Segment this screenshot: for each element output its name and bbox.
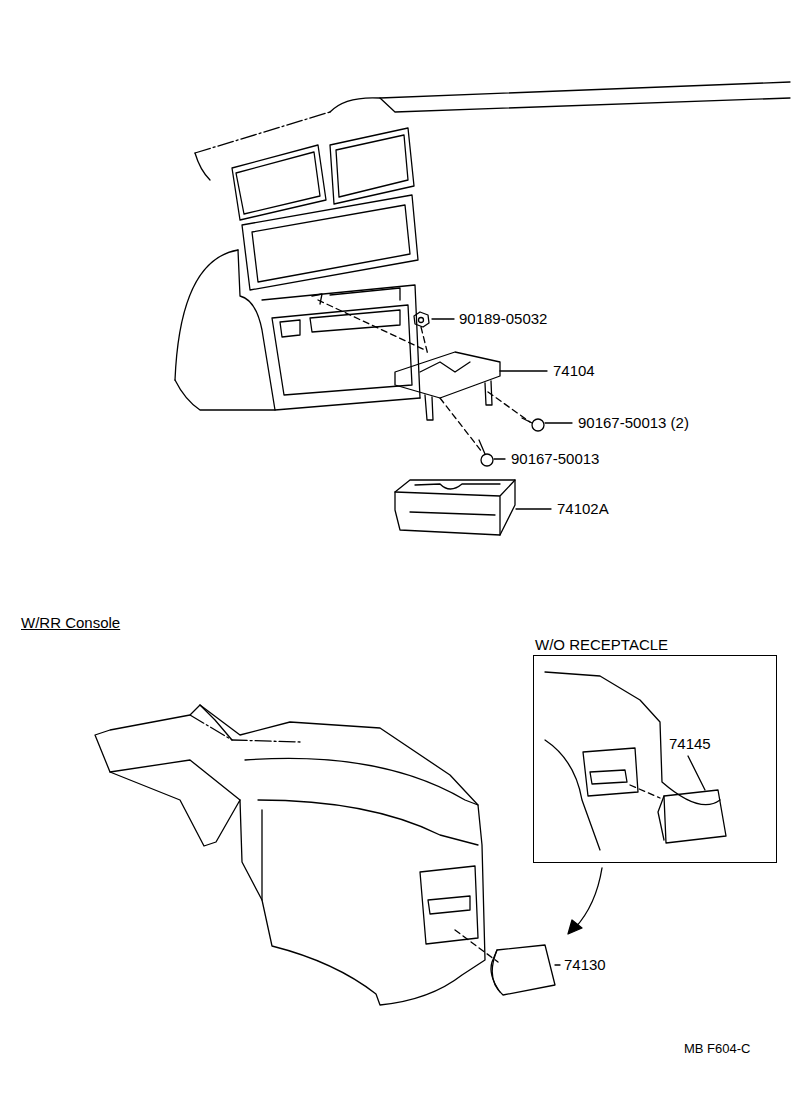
screw: [481, 454, 493, 466]
console-opening: [428, 896, 470, 914]
receptacle-cover: [491, 950, 500, 992]
rear-console: [190, 715, 300, 742]
part-number: 74104: [552, 362, 596, 380]
inset-box: W/O RECEPTACLE: [533, 636, 777, 863]
screw: [532, 419, 544, 431]
console-opening: [590, 770, 627, 784]
center-stack: [238, 250, 420, 410]
inset-console: [545, 672, 720, 805]
center-stack: [312, 294, 322, 304]
ash-tray: [410, 512, 495, 515]
console-opening: [583, 748, 638, 796]
ash-tray: [395, 480, 515, 535]
leader-line: [432, 318, 454, 319]
radio-panel: [242, 195, 418, 290]
nut: [419, 318, 424, 323]
center-stack: [280, 320, 300, 337]
inset-frame: [533, 655, 777, 863]
assembly-line: [455, 930, 498, 962]
leader-line: [545, 422, 572, 423]
section-heading: W/RR Console: [20, 614, 121, 632]
center-stack: [272, 305, 412, 395]
leader-line: [516, 508, 551, 509]
vent: [330, 128, 414, 204]
screw: [522, 418, 532, 423]
dash-outline: [175, 380, 275, 410]
assembly-line: [488, 392, 530, 422]
dash-outline: [380, 98, 790, 112]
dash-outline: [175, 250, 238, 380]
leader-line: [555, 964, 560, 965]
assembly-line: [630, 785, 660, 798]
bracket: [395, 352, 500, 398]
vent: [236, 152, 320, 214]
rear-console: [245, 758, 478, 805]
leader-line: [688, 756, 705, 790]
rear-console: [110, 760, 240, 800]
assembly-line: [421, 327, 428, 355]
ash-tray: [415, 484, 500, 489]
rear-console: [200, 705, 232, 740]
inset-console: [545, 740, 600, 850]
radio-panel: [252, 205, 410, 282]
rear-console: [261, 810, 262, 900]
bracket: [425, 395, 433, 420]
part-number: 74145: [668, 735, 712, 753]
rear-console: [95, 705, 485, 1005]
nut: [414, 312, 429, 327]
reference-arrow: [568, 920, 582, 934]
part-number: 74130: [563, 956, 607, 974]
diagram-code: MB F604-C: [683, 1040, 751, 1058]
assembly-line: [440, 398, 482, 452]
part-number: 90167-50013 (2): [577, 414, 690, 432]
bracket: [420, 362, 470, 372]
leader-line: [494, 458, 505, 459]
reference-arrow: [575, 868, 602, 928]
vent: [232, 145, 326, 220]
blank-cover: [658, 796, 664, 840]
inset-heading: W/O RECEPTACLE: [535, 636, 668, 654]
leader-line: [500, 370, 547, 371]
bracket: [485, 381, 492, 405]
dash-outline: [330, 82, 790, 112]
center-stack: [262, 285, 420, 398]
blank-cover: [664, 790, 726, 843]
part-number: 74102A: [556, 500, 610, 518]
part-number: 90189-05032: [458, 310, 548, 328]
part-number: 90167-50013: [510, 450, 600, 468]
rear-console: [258, 800, 478, 845]
ash-tray: [395, 480, 515, 535]
dash-outline: [195, 153, 210, 180]
assembly-line: [318, 300, 425, 350]
center-stack: [310, 310, 400, 332]
receptacle-cover: [492, 945, 555, 995]
vent: [336, 135, 408, 197]
screw: [479, 440, 485, 454]
console-opening: [420, 866, 478, 944]
center-stack: [330, 288, 400, 300]
